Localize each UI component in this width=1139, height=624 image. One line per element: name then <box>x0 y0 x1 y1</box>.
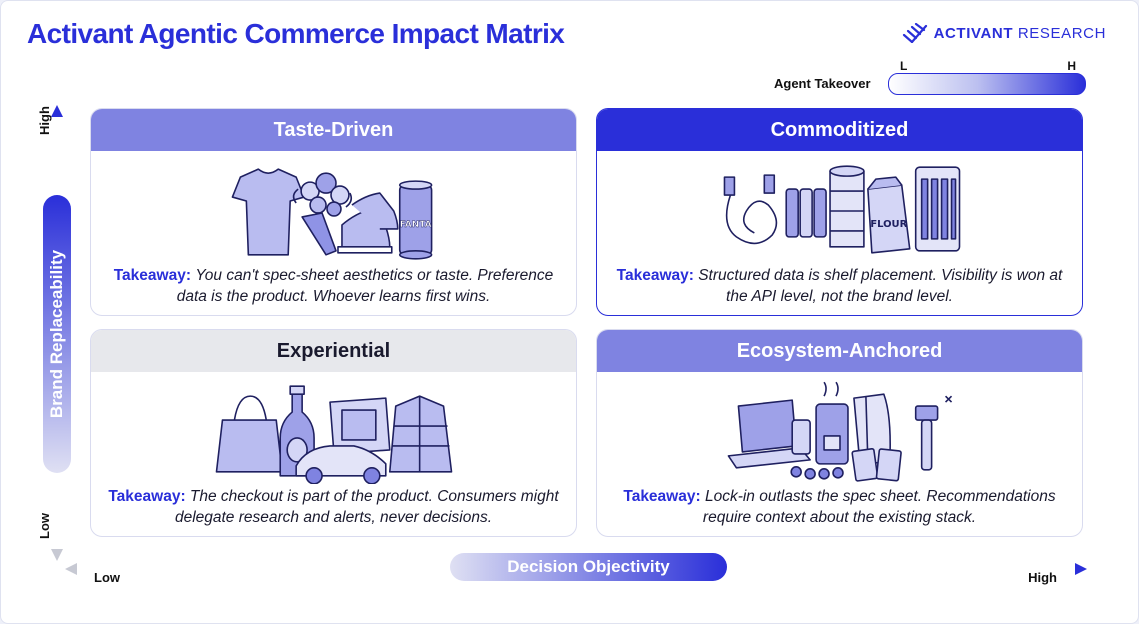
experiential-illustration <box>215 385 453 484</box>
quadrant-title: Ecosystem-Anchored <box>597 330 1082 372</box>
x-axis: Low Decision Objectivity High <box>67 551 1087 591</box>
takeaway-text: You can't spec-sheet aesthetics or taste… <box>176 267 554 305</box>
brand-regular: RESEARCH <box>1013 24 1106 42</box>
jacket-icon <box>388 395 453 473</box>
coffee-machine-icon <box>815 381 849 465</box>
x-axis-label: Decision Objectivity <box>507 557 670 576</box>
ecosystem-anchored-illustration <box>727 381 953 482</box>
activant-logo-icon <box>902 23 927 43</box>
y-axis-low: Low <box>37 513 52 539</box>
can-label: FANTA <box>400 220 432 230</box>
quadrant-title: Taste-Driven <box>91 109 576 151</box>
x-axis-high: High <box>1028 570 1057 585</box>
takeaway-label: Takeaway: <box>108 488 186 505</box>
quadrant-commoditized: Commoditized <box>596 108 1083 316</box>
game-box-icon <box>329 397 391 455</box>
takeaway-label: Takeaway: <box>623 488 701 505</box>
quadrant-title: Commoditized <box>597 109 1082 151</box>
coffee-pods-icon <box>790 466 844 480</box>
takeaway-text: The checkout is part of the product. Con… <box>174 488 559 526</box>
brand-bold: ACTIVANT <box>933 24 1014 42</box>
legend-high: H <box>1067 59 1076 73</box>
quadrant-takeaway: Takeaway: You can't spec-sheet aesthetic… <box>101 265 566 307</box>
y-axis-label: Brand Replaceability <box>47 249 67 419</box>
quadrant-takeaway: Takeaway: Lock-in outlasts the spec shee… <box>607 486 1072 528</box>
game-console-icon <box>853 393 891 465</box>
phone-icon <box>791 419 811 455</box>
quadrant-takeaway: Takeaway: The checkout is part of the pr… <box>101 486 566 528</box>
x-axis-label-pill: Decision Objectivity <box>450 553 727 581</box>
quadrant-taste-driven: Taste-Driven <box>90 108 577 316</box>
y-axis-label-pill: Brand Replaceability <box>43 195 71 473</box>
quadrant-ecosystem-anchored: Ecosystem-Anchored <box>596 329 1083 537</box>
bouquet-icon <box>292 172 353 256</box>
tshirt-icon <box>231 168 305 256</box>
takeaway-label: Takeaway: <box>113 267 191 284</box>
takeaway-text: Lock-in outlasts the spec sheet. Recomme… <box>702 488 1056 526</box>
agent-takeover-legend: Agent Takeover L H <box>774 59 1086 99</box>
soda-can-icon <box>398 180 433 260</box>
page-title: Activant Agentic Commerce Impact Matrix <box>27 18 565 49</box>
legend-label: Agent Takeover <box>774 76 871 91</box>
brand-logo: ACTIVANT RESEARCH <box>902 23 1106 43</box>
takeaway-text: Structured data is shelf placement. Visi… <box>698 267 1063 305</box>
handbag-icon <box>215 395 284 473</box>
brand-name: ACTIVANT RESEARCH <box>934 25 1106 42</box>
quadrant-experiential: Experiential <box>90 329 577 537</box>
flour-label: FLOUR <box>870 219 907 230</box>
razor-icon <box>914 395 953 471</box>
sneakers-icon <box>337 192 399 254</box>
quadrant-takeaway: Takeaway: Structured data is shelf place… <box>607 265 1072 307</box>
batteries-icon <box>785 188 827 238</box>
laptop-icon <box>727 399 811 469</box>
paper-towel-icon <box>829 165 865 248</box>
legend-gradient-bar <box>888 73 1086 95</box>
x-axis-low: Low <box>94 570 120 585</box>
y-axis-high: High <box>37 106 52 135</box>
takeaway-label: Takeaway: <box>616 267 694 284</box>
y-axis: High Brand Replaceability Low <box>37 105 75 559</box>
pens-pack-icon <box>914 166 961 252</box>
legend-low: L <box>900 59 908 73</box>
commoditized-illustration: FLOUR <box>723 165 961 254</box>
quadrant-title: Experiential <box>91 330 576 372</box>
sports-car-icon <box>295 445 387 484</box>
game-cards-icon <box>851 447 902 482</box>
flour-bag-icon <box>867 176 911 254</box>
usb-cable-icon <box>723 174 778 245</box>
taste-driven-illustration: FANTA <box>231 168 433 260</box>
